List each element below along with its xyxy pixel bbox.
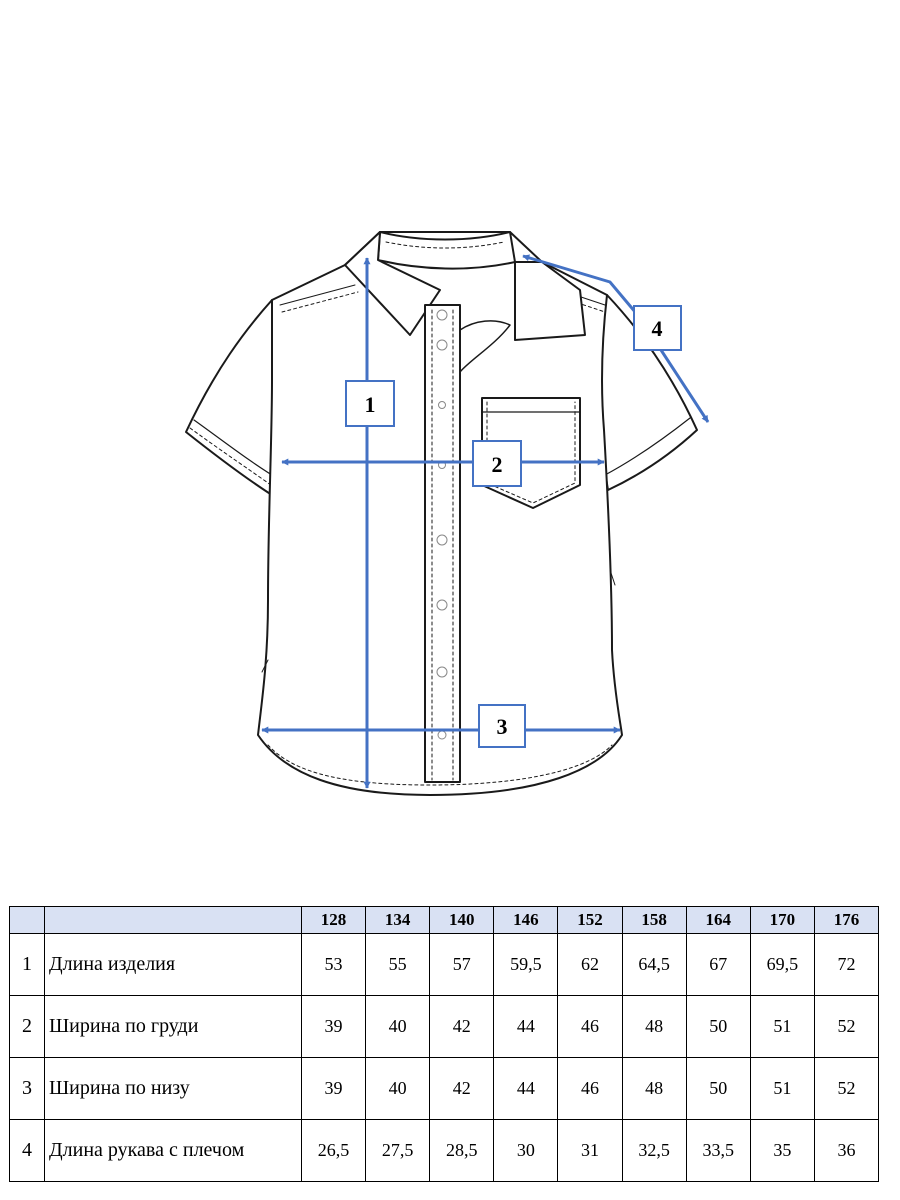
table-row: 1 Длина изделия 53 55 57 59,5 62 64,5 67… bbox=[9, 933, 880, 996]
table-row: 3 Ширина по низу 39 40 42 44 46 48 50 51… bbox=[9, 1057, 880, 1120]
callout-1: 1 bbox=[345, 380, 395, 427]
row-number: 2 bbox=[9, 995, 45, 1058]
measurement-cell: 28,5 bbox=[429, 1119, 495, 1182]
measurement-cell: 51 bbox=[749, 995, 815, 1058]
measurement-cell: 32,5 bbox=[621, 1119, 687, 1182]
measurement-cell: 39 bbox=[300, 1057, 367, 1120]
table-row: 4 Длина рукава с плечом 26,5 27,5 28,5 3… bbox=[9, 1119, 880, 1182]
row-label: Ширина по низу bbox=[44, 1057, 302, 1120]
measurement-cell: 67 bbox=[685, 933, 751, 996]
measurement-cell: 50 bbox=[685, 1057, 751, 1120]
size-header: 128 bbox=[300, 906, 367, 934]
button-icon bbox=[437, 730, 447, 740]
header-num-cell bbox=[9, 906, 45, 934]
size-header: 152 bbox=[557, 906, 623, 934]
size-header: 146 bbox=[493, 906, 559, 934]
measurement-cell: 57 bbox=[429, 933, 495, 996]
measurement-cell: 35 bbox=[749, 1119, 815, 1182]
measurement-cell: 26,5 bbox=[300, 1119, 367, 1182]
row-number: 1 bbox=[9, 933, 45, 996]
measurement-cell: 52 bbox=[813, 1057, 880, 1120]
measurement-cell: 42 bbox=[429, 995, 495, 1058]
button-icon bbox=[438, 401, 446, 409]
measurement-cell: 59,5 bbox=[493, 933, 559, 996]
measurement-cell: 52 bbox=[813, 995, 880, 1058]
measurement-cell: 46 bbox=[557, 995, 623, 1058]
measurement-cell: 36 bbox=[813, 1119, 880, 1182]
measurement-cell: 44 bbox=[493, 995, 559, 1058]
table-row: 2 Ширина по груди 39 40 42 44 46 48 50 5… bbox=[9, 995, 880, 1058]
size-header: 140 bbox=[429, 906, 495, 934]
row-label: Ширина по груди bbox=[44, 995, 302, 1058]
callout-4-label: 4 bbox=[652, 316, 663, 341]
callout-4: 4 bbox=[633, 305, 682, 351]
header-label-cell bbox=[44, 906, 302, 934]
callout-2-label: 2 bbox=[492, 452, 503, 477]
button-icon bbox=[436, 309, 448, 321]
callout-1-label: 1 bbox=[365, 392, 376, 417]
measurement-cell: 69,5 bbox=[749, 933, 815, 996]
shirt-measurement-diagram: 1 2 3 4 bbox=[185, 231, 710, 796]
button-icon bbox=[436, 534, 448, 546]
callout-2: 2 bbox=[472, 440, 522, 487]
button-icon bbox=[436, 599, 448, 611]
measurement-cell: 40 bbox=[365, 995, 431, 1058]
measurement-cell: 48 bbox=[621, 1057, 687, 1120]
measurement-cell: 50 bbox=[685, 995, 751, 1058]
size-header: 164 bbox=[685, 906, 751, 934]
measurement-cell: 62 bbox=[557, 933, 623, 996]
measurement-cell: 46 bbox=[557, 1057, 623, 1120]
button-icon bbox=[436, 666, 448, 678]
measurement-cell: 42 bbox=[429, 1057, 495, 1120]
callout-3: 3 bbox=[478, 704, 526, 748]
measurement-cell: 51 bbox=[749, 1057, 815, 1120]
row-label: Длина изделия bbox=[44, 933, 302, 996]
size-table: 128 134 140 146 152 158 164 170 176 1 Дл… bbox=[9, 906, 880, 1182]
size-header-row: 128 134 140 146 152 158 164 170 176 bbox=[9, 906, 880, 934]
measurement-cell: 55 bbox=[365, 933, 431, 996]
callout-3-label: 3 bbox=[497, 714, 508, 739]
measurement-cell: 72 bbox=[813, 933, 880, 996]
measurement-cell: 30 bbox=[493, 1119, 559, 1182]
measurement-cell: 27,5 bbox=[365, 1119, 431, 1182]
size-header: 134 bbox=[365, 906, 431, 934]
measurement-cell: 53 bbox=[300, 933, 367, 996]
row-label: Длина рукава с плечом bbox=[44, 1119, 302, 1182]
measurement-cell: 40 bbox=[365, 1057, 431, 1120]
size-header: 158 bbox=[621, 906, 687, 934]
measurement-cell: 31 bbox=[557, 1119, 623, 1182]
measurement-cell: 33,5 bbox=[685, 1119, 751, 1182]
measurement-cell: 48 bbox=[621, 995, 687, 1058]
measurement-cell: 64,5 bbox=[621, 933, 687, 996]
size-header: 176 bbox=[813, 906, 880, 934]
button-icon bbox=[436, 339, 448, 351]
measurement-cell: 44 bbox=[493, 1057, 559, 1120]
row-number: 3 bbox=[9, 1057, 45, 1120]
measurement-cell: 39 bbox=[300, 995, 367, 1058]
row-number: 4 bbox=[9, 1119, 45, 1182]
size-header: 170 bbox=[749, 906, 815, 934]
